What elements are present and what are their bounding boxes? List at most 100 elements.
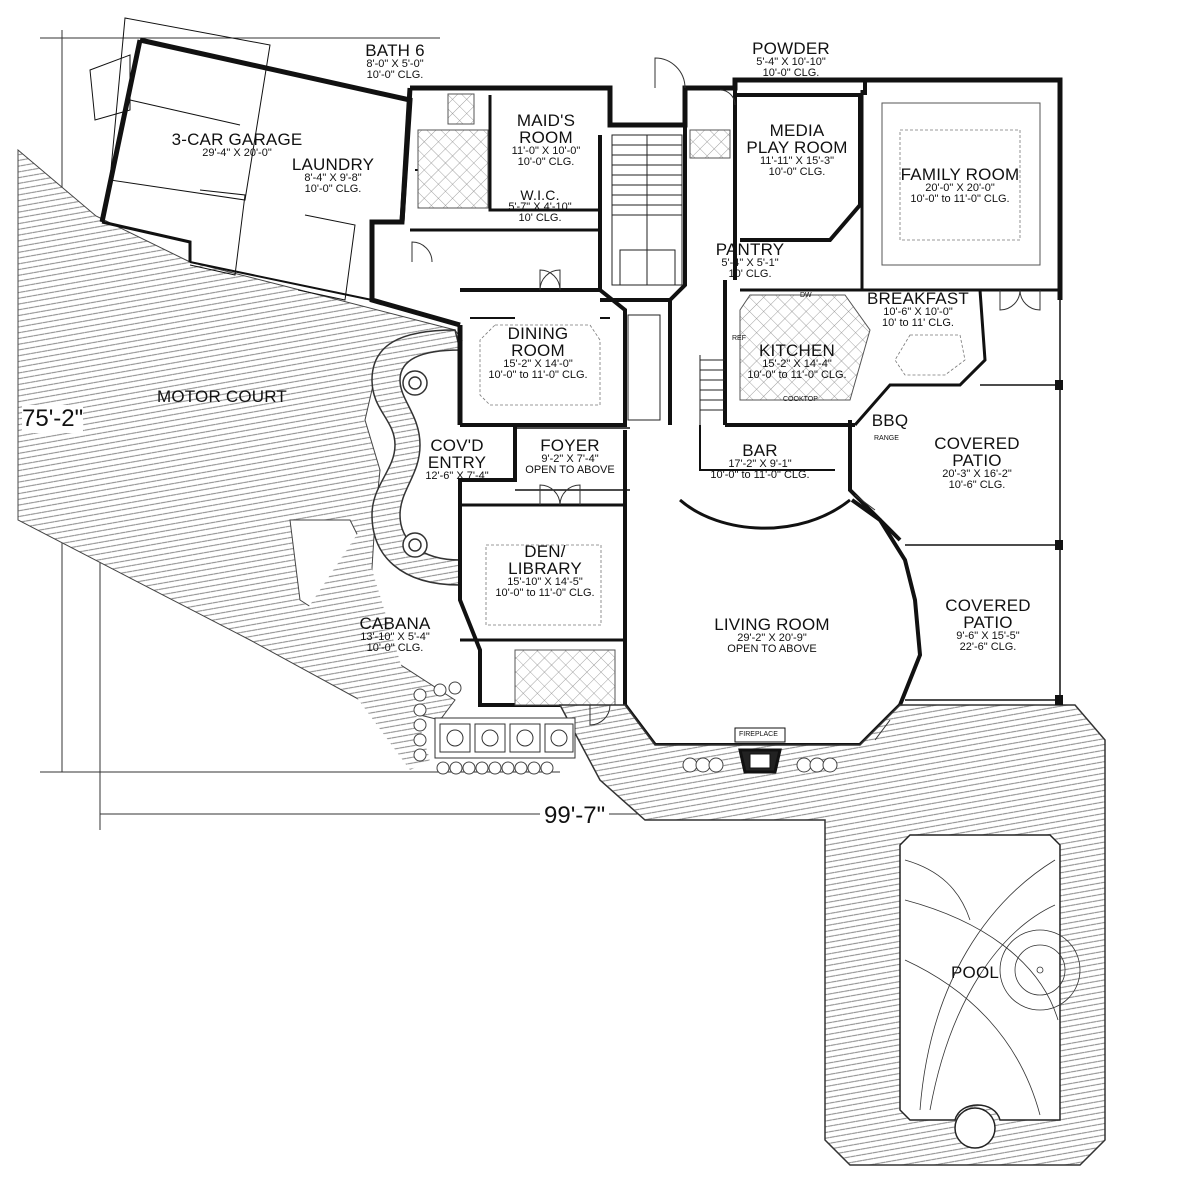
room-name: CABANA (359, 614, 431, 633)
room-dims: 8'-4" X 9'-8" (304, 172, 362, 184)
doors (411, 57, 1041, 741)
room-clg: 10'-0" CLG. (768, 166, 826, 178)
room-name: ENTRY (427, 453, 487, 472)
room-maids: MAID'S ROOM 11'-0" X 10'-0" 10'-0" CLG. (512, 112, 581, 168)
room-name: PLAY ROOM (746, 138, 848, 157)
room-clg: 10'-0" CLG. (366, 642, 424, 654)
room-kitchen: KITCHEN 15'-2" X 14'-4" 10'-0" to 11'-0"… (747, 342, 846, 381)
room-dims: 9'-2" X 7'-4" (541, 453, 599, 465)
room-dims: 8'-0" X 5'-0" (366, 58, 424, 70)
room-living: LIVING ROOM 29'-2" X 20'-9" OPEN TO ABOV… (714, 616, 830, 655)
room-clg: 10'-0" to 11'-0" CLG. (488, 369, 588, 381)
room-foyer: FOYER 9'-2" X 7'-4" OPEN TO ABOVE (525, 437, 614, 476)
room-clg: 10'-0" CLG. (366, 69, 424, 81)
family-ceiling (881, 102, 1041, 266)
room-clg: 10'-0" to 11'-0" CLG. (495, 587, 595, 599)
dw-label: DW (800, 292, 812, 299)
cooktop-label: COOKTOP (783, 396, 818, 403)
room-dims: 9'-6" X 15'-5" (956, 630, 1020, 642)
room-name: FAMILY ROOM (900, 165, 1020, 184)
room-dining: DINING ROOM 15'-2" X 14'-0" 10'-0" to 11… (488, 325, 587, 381)
room-name: LIBRARY (508, 559, 582, 578)
stairs (611, 134, 725, 425)
room-clg: 10'-0" to 11'-0" CLG. (710, 469, 810, 481)
room-name: ROOM (511, 341, 565, 360)
room-name: FOYER (540, 436, 600, 455)
room-name: DEN/ (524, 542, 566, 561)
overall-width-dimension: 99'-7" (540, 802, 610, 830)
room-bbq: BBQ (872, 412, 909, 429)
room-motor-court: MOTOR COURT (157, 388, 287, 405)
room-dims: 15'-10" X 14'-5" (507, 576, 583, 588)
room-garage: 3-CAR GARAGE 29'-4" X 20'-0" (172, 131, 303, 159)
room-dims: 20'-3" X 16'-2" (942, 468, 1012, 480)
room-cabana: CABANA 13'-10" X 5'-4" 10'-0" CLG. (359, 615, 430, 654)
room-dims: 29'-4" X 20'-0" (202, 147, 272, 159)
room-clg: 10' to 11' CLG. (882, 317, 954, 329)
room-name: 3-CAR GARAGE (171, 130, 303, 149)
entry-planters (371, 329, 461, 586)
room-media: MEDIA PLAY ROOM 11'-11" X 15'-3" 10'-0" … (746, 122, 847, 178)
room-clg: 10'-0" to 11'-0" CLG. (747, 369, 847, 381)
room-bath6: BATH 6 8'-0" X 5'-0" 10'-0" CLG. (365, 42, 424, 81)
room-name: ROOM (519, 128, 573, 147)
den-ceiling (485, 544, 602, 626)
room-clg: OPEN TO ABOVE (525, 464, 615, 476)
garage-walls (89, 17, 461, 328)
room-dims: 17'-2" X 9'-1" (728, 458, 792, 470)
room-name: BAR (742, 441, 778, 460)
room-clg: 10' CLG. (518, 212, 562, 224)
breakfast-ceiling (894, 334, 966, 376)
room-bar: BAR 17'-2" X 9'-1" 10'-0" to 11'-0" CLG. (710, 442, 809, 481)
fireplace (734, 727, 786, 774)
room-clg: 10'-0" to 11'-0" CLG. (910, 193, 1010, 205)
room-dims: 15'-2" X 14'-0" (503, 358, 573, 370)
room-name: BATH 6 (365, 41, 425, 60)
room-dims: 20'-0" X 20'-0" (925, 182, 995, 194)
room-clg: 10'-0" CLG. (517, 156, 575, 168)
room-covered-patio-2: COVERED PATIO 9'-6" X 15'-5" 22'-6" CLG. (945, 597, 1030, 653)
room-name: PANTRY (715, 240, 785, 259)
range-label: RANGE (874, 435, 899, 442)
room-name: MOTOR COURT (156, 387, 288, 406)
room-powder: POWDER 5'-4" X 10'-10" 10'-0" CLG. (752, 40, 830, 79)
room-name: BBQ (871, 411, 909, 430)
room-dims: 5'-4" X 5'-1" (721, 257, 779, 269)
room-wic: W.I.C. 5'-7" X 4'-10" 10' CLG. (508, 188, 571, 224)
planter-boxes (434, 717, 576, 759)
room-dims: 29'-2" X 20'-9" (737, 632, 807, 644)
room-covd-entry: COV'D ENTRY 12'-6" X 7'-4" (425, 437, 488, 482)
room-dims: 5'-7" X 4'-10" (508, 201, 572, 213)
room-dims: 10'-6" X 10'-0" (883, 306, 953, 318)
room-laundry: LAUNDRY 8'-4" X 9'-8" 10'-0" CLG. (292, 156, 374, 195)
room-clg: 10'-0" CLG. (762, 67, 820, 79)
room-name: MAID'S (516, 111, 576, 130)
room-name: KITCHEN (758, 341, 836, 360)
planter-circles (413, 681, 838, 775)
room-clg: 10'-6" CLG. (948, 479, 1006, 491)
room-dims: 11'-0" X 10'-0" (511, 145, 581, 157)
room-name: PATIO (952, 451, 1002, 470)
patio-columns (1055, 380, 1063, 705)
room-dims: 11'-11" X 15'-3" (760, 155, 834, 167)
room-clg: 22'-6" CLG. (959, 641, 1017, 653)
ref-label: REF (732, 335, 746, 342)
room-clg: 10'-0" CLG. (304, 183, 362, 195)
room-name: LIVING ROOM (714, 615, 830, 634)
room-name: COVERED (934, 434, 1020, 453)
room-name: PATIO (963, 613, 1013, 632)
fireplace-label: FIREPLACE (739, 731, 778, 738)
room-name: W.I.C. (520, 187, 560, 203)
room-dims: 12'-6" X 7'-4" (425, 470, 489, 482)
room-name: DINING (507, 324, 569, 343)
room-pool: POOL (951, 964, 999, 981)
overall-height-dimension: 75'-2" (22, 405, 84, 433)
room-name: MEDIA (769, 121, 825, 140)
room-den-library: DEN/ LIBRARY 15'-10" X 14'-5" 10'-0" to … (495, 543, 594, 599)
room-dims: 5'-4" X 10'-10" (756, 56, 826, 68)
room-name: BREAKFAST (867, 289, 969, 308)
room-name: COVERED (945, 596, 1031, 615)
room-name: POOL (950, 963, 1000, 982)
